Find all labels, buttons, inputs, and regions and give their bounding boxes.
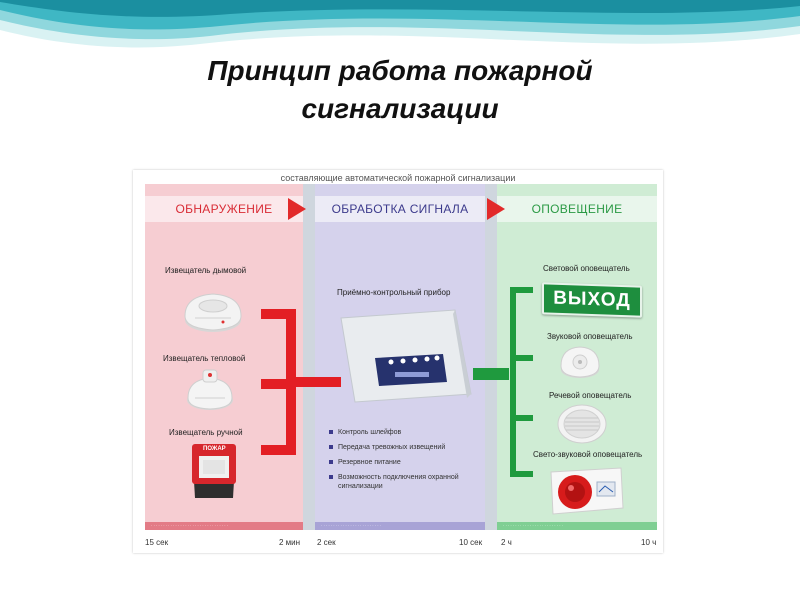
manual-call-point-label: Извещатель ручной <box>169 428 243 437</box>
header-wave-decoration <box>0 0 800 48</box>
strobe-siren-icon <box>550 467 624 515</box>
panel-feature-item: Резервное питание <box>329 458 485 467</box>
control-panel-icon <box>340 309 472 403</box>
annunciator-connector <box>473 287 533 477</box>
siren-icon <box>560 346 600 378</box>
manual-call-point-sign: ПОЖАР <box>203 446 226 452</box>
timeline-notification-start: 2 ч <box>501 538 512 547</box>
control-panel-label: Приёмно-контрольный прибор <box>337 288 451 297</box>
notification-footnote: · · · · · · · · · · · · · · · · · · · · … <box>497 522 657 530</box>
panel-feature-item: Контроль шлейфов <box>329 428 485 437</box>
manual-call-point-icon <box>192 444 236 498</box>
slide-title-line-1: Принцип работа пожарной <box>207 55 593 86</box>
stage-arrow-icon <box>288 198 306 220</box>
detection-footnote: · · · · · · · · · · · · · · · · · · · · … <box>145 522 303 530</box>
light-sound-annunciator-label: Свето-звуковой оповещатель <box>533 450 643 459</box>
speaker-icon <box>557 404 607 444</box>
heat-detector-icon <box>187 369 233 410</box>
heat-detector-label: Извещатель тепловой <box>163 354 246 363</box>
panel-feature-item: Возможность подключения охранной сигнали… <box>329 473 485 491</box>
detection-column: ОБНАРУЖЕНИЕ Извещатель дымовой Извещател… <box>145 184 303 530</box>
light-annunciator-label: Световой оповещатель <box>543 264 630 273</box>
stage-title-notification: ОПОВЕЩЕНИЕ <box>497 196 657 222</box>
timeline-processing-end: 10 сек <box>459 538 483 547</box>
smoke-detector-icon <box>184 293 242 332</box>
column-separator <box>485 184 497 530</box>
processing-column: ОБРАБОТКА СИГНАЛА Приёмно-контрольный пр… <box>315 184 485 530</box>
column-separator <box>303 184 315 530</box>
timeline-detection-end: 2 мин <box>279 538 301 547</box>
processing-footnote: · · · · · · · · · · · · · · · · · · · · … <box>315 522 485 530</box>
slide-title-line-2: сигнализации <box>301 93 499 124</box>
voice-annunciator-label: Речевой оповещатель <box>549 391 632 400</box>
sound-annunciator-label: Звуковой оповещатель <box>547 332 633 341</box>
detector-connector <box>261 309 341 455</box>
panel-feature-item: Передача тревожных извещений <box>329 443 485 452</box>
panel-features-list: Контроль шлейфов Передача тревожных изве… <box>329 428 485 497</box>
timeline-notification-end: 10 ч <box>641 538 657 547</box>
timeline-detection-start: 15 сек <box>145 538 169 547</box>
stage-title-detection: ОБНАРУЖЕНИЕ <box>145 196 303 222</box>
slide-title: Принцип работа пожарной сигнализации <box>0 52 800 128</box>
timeline-processing-start: 2 сек <box>317 538 336 547</box>
fire-alarm-poster: составляющие автоматической пожарной сиг… <box>133 170 663 553</box>
stage-arrow-icon <box>487 198 505 220</box>
smoke-detector-label: Извещатель дымовой <box>165 266 247 275</box>
stage-title-processing: ОБРАБОТКА СИГНАЛА <box>315 196 485 222</box>
poster-caption: составляющие автоматической пожарной сиг… <box>280 173 516 183</box>
